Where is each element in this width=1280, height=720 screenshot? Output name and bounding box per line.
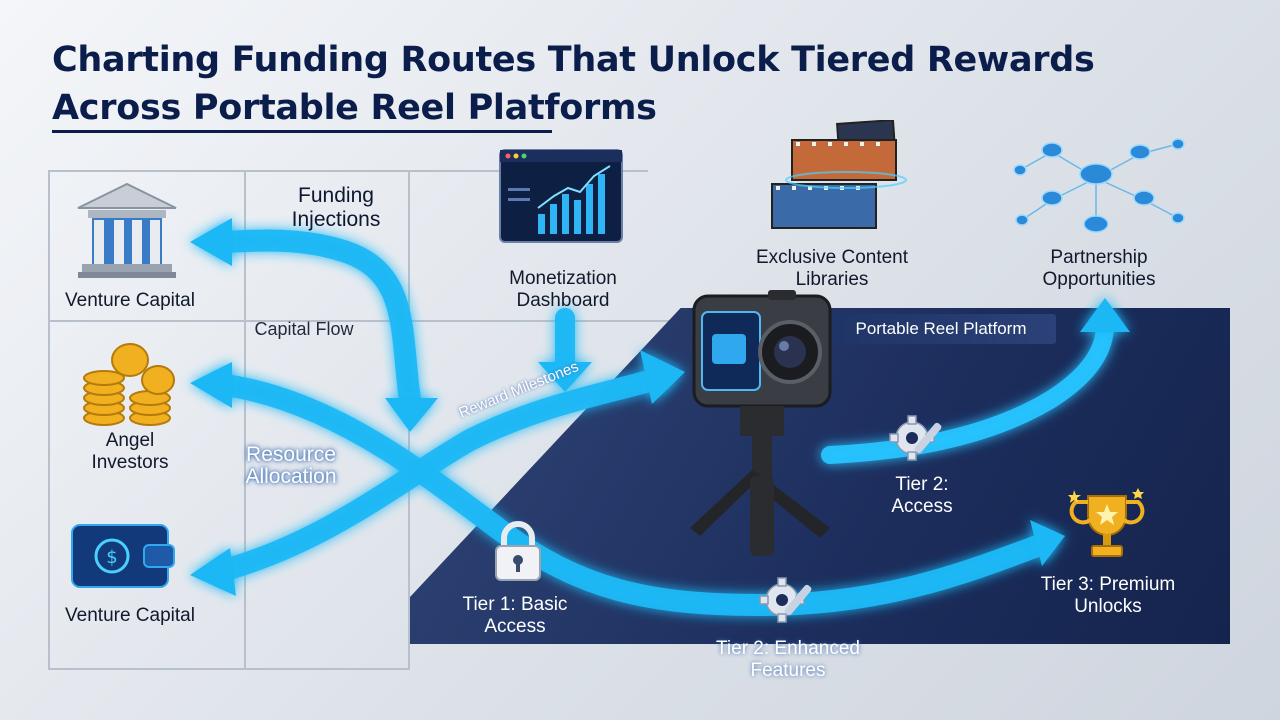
grid-line-h2 xyxy=(48,320,868,322)
grid-line-h3 xyxy=(48,668,410,670)
arrow-capital-flow xyxy=(214,374,1051,616)
platform-label: Portable Reel Platform xyxy=(826,314,1056,344)
gear-icon-tier2-enhanced xyxy=(756,570,818,630)
film-library-icon xyxy=(768,120,918,240)
label-tier2-enhanced: Tier 2: Enhanced Features xyxy=(716,638,860,681)
label-exclusive-content: Exclusive Content Libraries xyxy=(755,247,909,290)
arrowhead-tier3 xyxy=(1030,520,1065,566)
page-title: Charting Funding Routes That Unlock Tier… xyxy=(52,36,1095,132)
title-line-1: Charting Funding Routes That Unlock Tier… xyxy=(52,40,1095,80)
wallet-icon: $ xyxy=(66,515,178,595)
arrowhead-partnerships xyxy=(1080,298,1130,332)
arrow-funding-injections xyxy=(214,229,421,411)
label-monetization-dashboard: Monetization Dashboard xyxy=(509,268,617,311)
title-line-2: Across Portable Reel Platforms xyxy=(52,88,657,128)
title-underline xyxy=(52,130,552,133)
arrowhead-camera xyxy=(640,350,685,404)
arrowhead-wallet xyxy=(190,548,236,596)
network-icon xyxy=(1012,130,1188,242)
arrow-reward-milestones xyxy=(214,367,671,581)
arrow-partnerships xyxy=(821,316,1114,464)
gear-icon-tier2-access xyxy=(888,408,950,468)
label-capital-flow: Capital Flow xyxy=(254,319,354,339)
label-tier2-access: Tier 2: Access xyxy=(891,474,953,517)
label-partnership-opportunities: Partnership Opportunities xyxy=(1042,247,1156,290)
bank-icon xyxy=(74,180,180,280)
label-funding-injections: Funding Injections xyxy=(291,184,381,231)
trophy-icon xyxy=(1068,486,1146,566)
lock-icon xyxy=(490,520,546,582)
svg-text:$: $ xyxy=(106,547,117,568)
label-resource-allocation: Resource Allocation xyxy=(245,443,337,488)
arrowhead-angel xyxy=(190,362,232,408)
dashboard-icon xyxy=(498,148,626,248)
source-label-venture-capital-2: Venture Capital xyxy=(65,605,195,626)
label-tier3: Tier 3: Premium Unlocks xyxy=(1040,574,1176,617)
label-tier1: Tier 1: Basic Access xyxy=(462,594,568,637)
arrowhead-monetization xyxy=(538,362,592,392)
source-label-angel-investors: Angel Investors xyxy=(91,430,169,473)
arrowhead-venture xyxy=(190,218,232,266)
grid-line-h1 xyxy=(48,170,648,172)
coins-icon xyxy=(80,340,176,428)
grid-line-v2 xyxy=(244,170,246,670)
grid-line-v1 xyxy=(48,170,50,670)
arrowhead-capital-down xyxy=(385,398,438,432)
camera-icon xyxy=(680,290,860,562)
source-label-venture-capital-1: Venture Capital xyxy=(65,290,195,311)
